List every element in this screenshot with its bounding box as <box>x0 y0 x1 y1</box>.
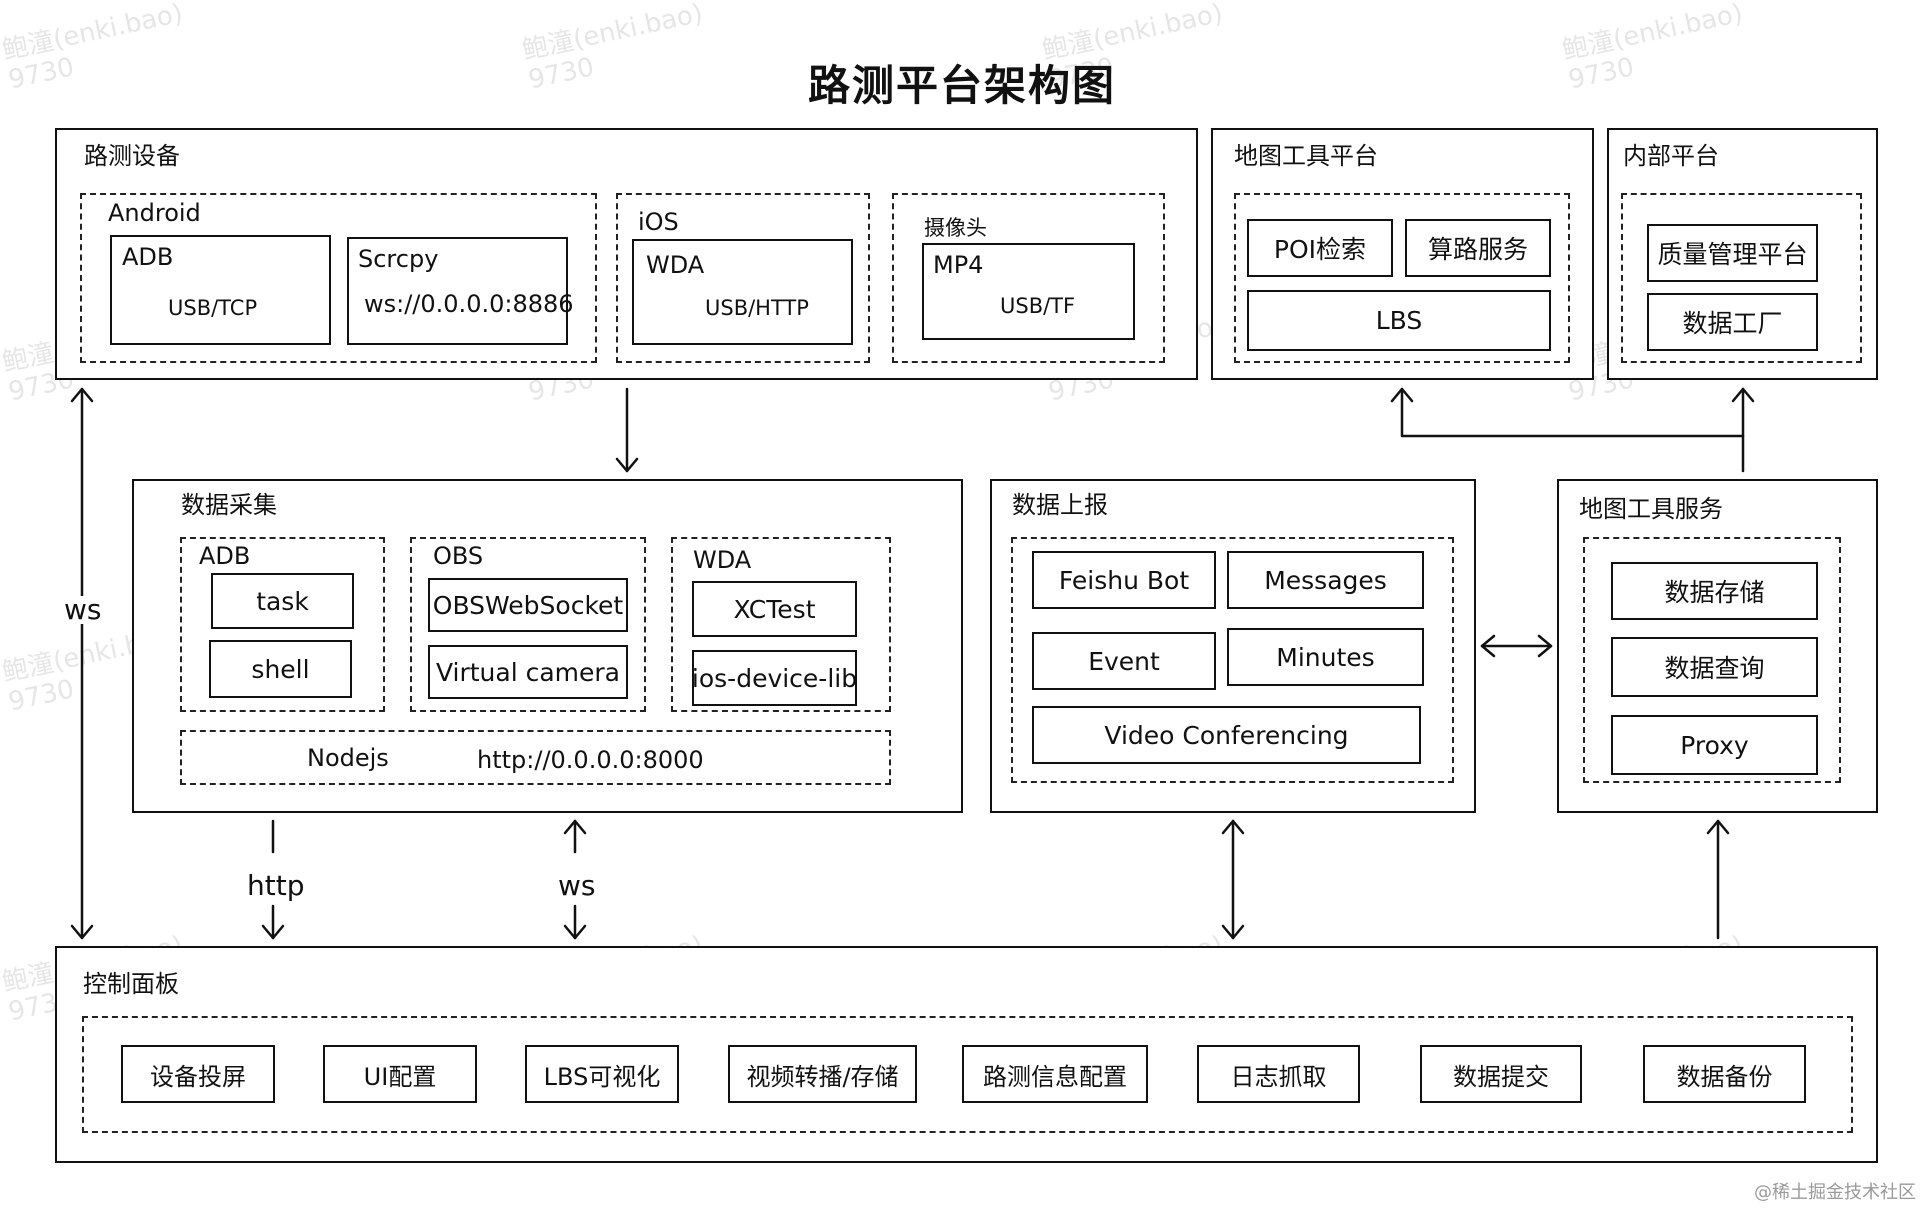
device-projection-box: 设备投屏 <box>121 1045 275 1103</box>
edge-label-http: http <box>247 869 305 902</box>
camera-label: 摄像头 <box>924 216 987 240</box>
arrowhead <box>1221 924 1245 940</box>
nodejs-address: http://0.0.0.0:8000 <box>477 746 704 774</box>
edge-label-ws-left: ws <box>64 593 102 626</box>
ui-config-box: UI配置 <box>323 1045 477 1103</box>
adb-collect-group <box>180 537 385 712</box>
arrowhead <box>1221 819 1245 835</box>
wda-device-box <box>632 239 853 345</box>
data-storage-box: 数据存储 <box>1611 562 1818 620</box>
control-panel-group <box>82 1016 1853 1133</box>
wda-device-name: WDA <box>646 251 705 279</box>
nodejs-group <box>180 730 891 785</box>
obs-websocket-box: OBSWebSocket <box>428 578 628 632</box>
nodejs-label: Nodejs <box>307 744 389 772</box>
minutes-box: Minutes <box>1227 628 1424 686</box>
ios-label: iOS <box>638 208 679 236</box>
arrowhead <box>1537 634 1553 658</box>
mp4-name: MP4 <box>933 251 984 279</box>
arrowhead <box>261 924 285 940</box>
internal-platform-group <box>1621 193 1862 363</box>
control-panel-label: 控制面板 <box>83 970 179 998</box>
mp4-protocol: USB/TF <box>1000 294 1076 318</box>
video-relay-box: 视频转播/存储 <box>728 1045 917 1103</box>
arrowhead <box>70 387 94 403</box>
quality-platform-box: 质量管理平台 <box>1647 224 1818 282</box>
feishu-bot-box: Feishu Bot <box>1032 551 1216 609</box>
ios-group <box>616 193 870 363</box>
video-conferencing-box: Video Conferencing <box>1032 706 1421 764</box>
arrowhead <box>1480 634 1496 658</box>
messages-box: Messages <box>1227 551 1424 609</box>
android-group <box>80 193 597 363</box>
obs-group <box>410 537 646 712</box>
road-test-config-box: 路测信息配置 <box>962 1045 1148 1103</box>
task-box: task <box>211 573 354 629</box>
lbs-box: LBS <box>1247 290 1551 351</box>
map-tool-service-group <box>1583 537 1841 783</box>
arrowhead <box>615 457 639 473</box>
map-tool-platform-group <box>1234 193 1570 363</box>
shell-box: shell <box>209 640 352 698</box>
obs-label: OBS <box>433 542 484 570</box>
diagram-title: 路测平台架构图 <box>807 61 1116 110</box>
lbs-visualization-box: LBS可视化 <box>525 1045 679 1103</box>
credit-text: @稀土掘金技术社区 <box>1754 1182 1916 1203</box>
map-tool-platform-label: 地图工具平台 <box>1234 142 1378 170</box>
poi-search-box: POI检索 <box>1247 219 1393 277</box>
data-backup-box: 数据备份 <box>1643 1045 1806 1103</box>
arrowhead <box>70 924 94 940</box>
scrcpy-address: ws://0.0.0.0:8886 <box>364 290 574 318</box>
data-query-box: 数据查询 <box>1611 637 1818 697</box>
virtual-camera-box: Virtual camera <box>428 645 628 699</box>
route-service-box: 算路服务 <box>1405 219 1551 277</box>
road-devices-label: 路测设备 <box>84 142 180 170</box>
wda-collect-group <box>671 537 891 712</box>
data-collection-label: 数据采集 <box>181 491 277 519</box>
proxy-box: Proxy <box>1611 715 1818 775</box>
map-tool-service-label: 地图工具服务 <box>1579 495 1723 523</box>
ios-device-lib-box: ios-device-lib <box>692 650 857 706</box>
arrowhead <box>563 819 587 835</box>
camera-group <box>892 193 1165 363</box>
arrowhead <box>563 924 587 940</box>
scrcpy-name: Scrcpy <box>358 245 439 273</box>
log-capture-box: 日志抓取 <box>1197 1045 1360 1103</box>
data-report-group <box>1011 537 1454 783</box>
adb-device-protocol: USB/TCP <box>168 296 258 320</box>
edge-label-ws-mid: ws <box>558 869 596 902</box>
arrowhead <box>1706 819 1730 835</box>
adb-device-name: ADB <box>122 243 174 271</box>
data-submit-box: 数据提交 <box>1420 1045 1582 1103</box>
mp4-box <box>922 243 1135 340</box>
adb-collect-label: ADB <box>199 542 251 570</box>
data-report-label: 数据上报 <box>1012 491 1108 519</box>
adb-device-box <box>110 235 331 345</box>
arrowhead <box>1390 387 1414 403</box>
event-box: Event <box>1032 632 1216 690</box>
android-label: Android <box>108 199 201 227</box>
scrcpy-box <box>347 237 568 345</box>
arrowhead <box>1731 387 1755 403</box>
data-factory-box: 数据工厂 <box>1647 293 1818 351</box>
internal-platform-label: 内部平台 <box>1623 142 1719 170</box>
arrow-service-to-map-platform <box>1400 387 1745 438</box>
wda-collect-label: WDA <box>693 546 752 574</box>
wda-device-protocol: USB/HTTP <box>705 296 809 320</box>
xctest-box: XCTest <box>692 581 857 637</box>
